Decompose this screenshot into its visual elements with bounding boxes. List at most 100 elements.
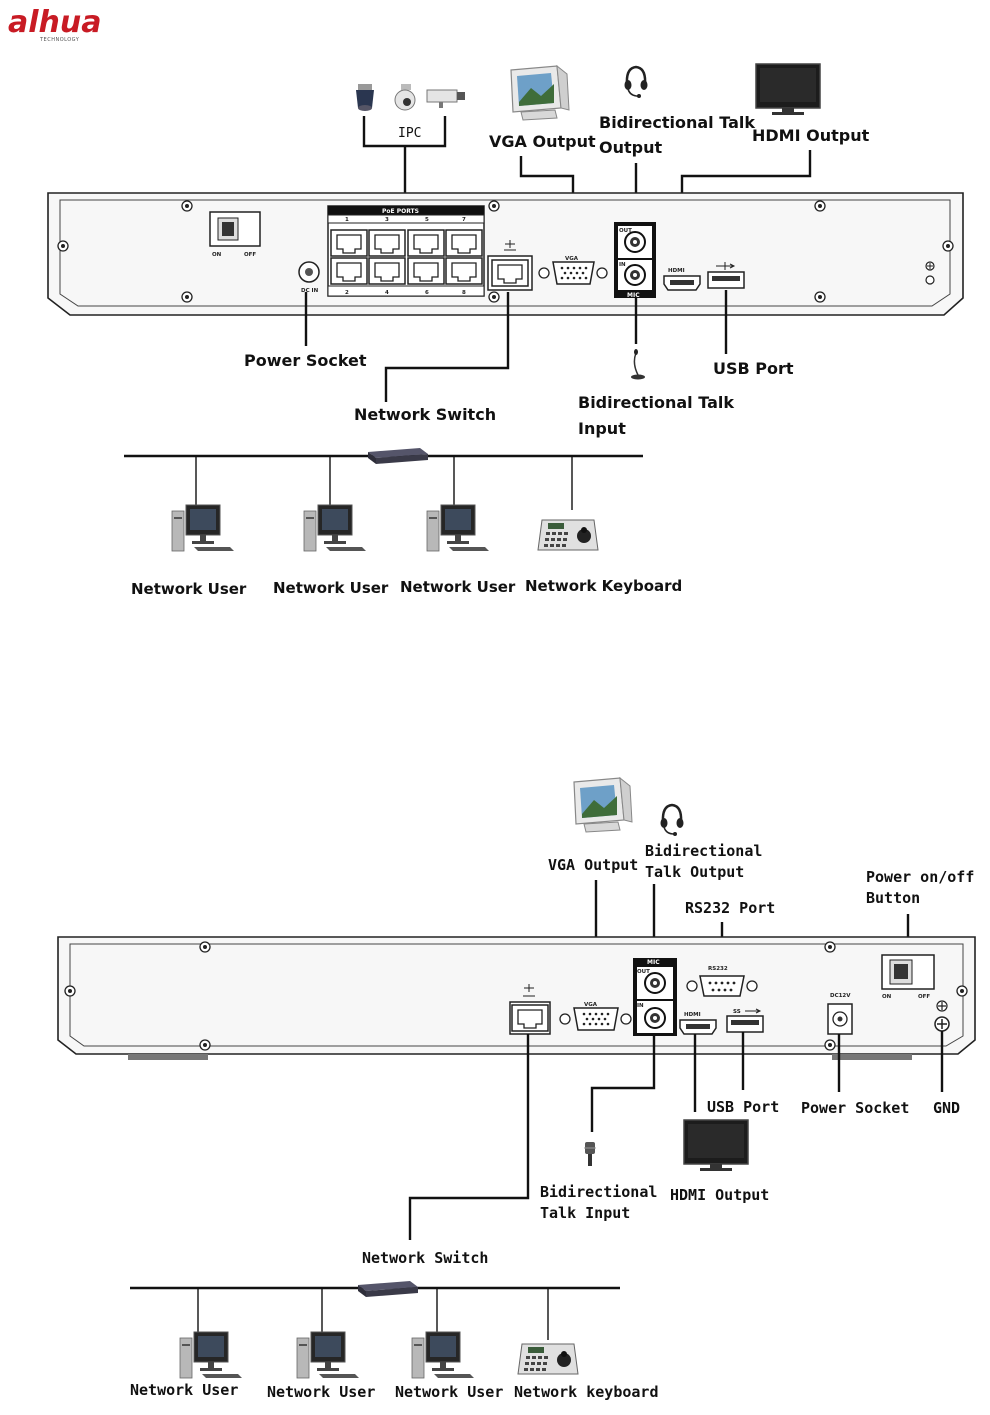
audio-out-jack-2 bbox=[644, 972, 666, 994]
hdmi-port: HDMI bbox=[663, 268, 701, 291]
port-1-label: 1 bbox=[345, 217, 349, 223]
talk-input-label-2-1: Bidirectional bbox=[540, 1183, 657, 1201]
headset-icon bbox=[659, 803, 685, 838]
vga-output-label: VGA Output bbox=[489, 132, 596, 151]
network-user-label-3: Network User bbox=[400, 578, 516, 596]
usb-port-2: SS bbox=[726, 1008, 764, 1033]
dahua-logo: alhua TECHNOLOGY bbox=[8, 5, 102, 43]
power-socket-label-2: Power Socket bbox=[801, 1099, 909, 1117]
hdmi-port-2: HDMI bbox=[679, 1012, 717, 1035]
talk-output-label-2-2: Talk Output bbox=[645, 863, 744, 881]
hdmi-port-label-2: HDMI bbox=[684, 1012, 701, 1018]
power-switch: ON OFF bbox=[209, 211, 261, 258]
out-label: OUT bbox=[619, 228, 632, 234]
gnd-label: GND bbox=[933, 1099, 960, 1117]
rs232-port-label-panel: RS232 bbox=[708, 966, 728, 972]
talk-input-label-2: Input bbox=[578, 419, 626, 438]
desktop-pc-icon bbox=[411, 1331, 475, 1379]
vga-port-label-2: VGA bbox=[584, 1002, 598, 1008]
poe-port-5 bbox=[407, 229, 445, 257]
port-4-label: 4 bbox=[385, 290, 389, 296]
vga-port-2: VGA bbox=[559, 1002, 632, 1031]
poe-port-4 bbox=[368, 257, 406, 285]
power-socket-label: Power Socket bbox=[244, 351, 367, 370]
headset-icon bbox=[623, 65, 649, 100]
flat-tv-icon bbox=[683, 1119, 749, 1172]
usb-port-label: USB Port bbox=[713, 359, 794, 378]
audio-block-2: MIC OUT IN bbox=[633, 958, 677, 1036]
power-switch-2: ON OFF bbox=[881, 954, 935, 1000]
network-switch-icon bbox=[358, 1281, 418, 1297]
network-port bbox=[487, 240, 533, 291]
poe-port-6 bbox=[407, 257, 445, 285]
desktop-pc-icon bbox=[296, 1331, 360, 1379]
nvr-rear-panel-2: VGA MIC OUT IN RS232 bbox=[57, 936, 976, 1060]
port-8-label: 8 bbox=[462, 290, 466, 296]
poe-port-7 bbox=[445, 229, 483, 257]
switch-on-label: ON bbox=[212, 252, 222, 258]
crt-monitor-icon bbox=[573, 777, 633, 833]
microphone-icon bbox=[583, 1141, 597, 1167]
network-user-label-2-3: Network User bbox=[395, 1383, 503, 1401]
poe-port-2 bbox=[330, 257, 368, 285]
crt-monitor-icon bbox=[510, 65, 570, 121]
talk-output-label-2: Output bbox=[599, 138, 662, 157]
poe-port-1 bbox=[330, 229, 368, 257]
talk-input-label-1: Bidirectional Talk bbox=[578, 393, 734, 412]
dc-in-label: DC IN bbox=[301, 288, 319, 294]
rs232-port-label: RS232 Port bbox=[685, 899, 775, 917]
dc-power-socket-2: DC12V bbox=[827, 993, 853, 1035]
ip-camera-icon bbox=[356, 84, 374, 111]
vga-port-label: VGA bbox=[565, 256, 579, 262]
usb-port bbox=[707, 262, 745, 289]
network-user-label-2: Network User bbox=[273, 579, 389, 597]
mic-label-2: MIC bbox=[647, 959, 660, 966]
hdmi-output-label: HDMI Output bbox=[752, 126, 870, 145]
ipc-label: IPC bbox=[398, 126, 421, 141]
usb-port-label-2: USB Port bbox=[707, 1098, 779, 1116]
network-port-2 bbox=[509, 984, 551, 1035]
flat-tv-icon bbox=[755, 63, 821, 116]
out-label-2: OUT bbox=[637, 969, 650, 975]
port-3-label: 3 bbox=[385, 217, 389, 223]
vga-port: VGA bbox=[538, 256, 608, 285]
in-label-2: IN bbox=[637, 1003, 644, 1009]
network-switch-label: Network Switch bbox=[354, 405, 496, 424]
network-user-label-2-2: Network User bbox=[267, 1383, 375, 1401]
usb-port-label-panel: SS bbox=[733, 1009, 741, 1015]
talk-output-label-1: Bidirectional Talk bbox=[599, 113, 755, 132]
audio-in-jack bbox=[624, 264, 646, 286]
desktop-pc-icon bbox=[171, 504, 235, 552]
switch-off-label: OFF bbox=[244, 252, 256, 258]
network-switch-label-2: Network Switch bbox=[362, 1249, 488, 1267]
logo-text: alhua bbox=[8, 5, 102, 40]
talk-output-label-2-1: Bidirectional bbox=[645, 842, 762, 860]
switch-off-label-2: OFF bbox=[918, 994, 930, 1000]
port-5-label: 5 bbox=[425, 217, 429, 223]
poe-ports-label: PoE PORTS bbox=[382, 208, 419, 215]
rs232-port: RS232 bbox=[686, 966, 758, 997]
vga-output-label-2: VGA Output bbox=[548, 856, 638, 874]
port-7-label: 7 bbox=[462, 217, 466, 223]
switch-on-label-2: ON bbox=[882, 994, 892, 1000]
gnd-terminal bbox=[925, 261, 935, 285]
network-user-label-2-1: Network User bbox=[130, 1381, 238, 1399]
hdmi-port-label: HDMI bbox=[668, 268, 685, 274]
network-keyboard-label-2: Network keyboard bbox=[514, 1383, 659, 1401]
poe-ports-block: PoE PORTS 1 3 5 7 2 4 6 8 bbox=[327, 205, 485, 297]
mic-label: MIC bbox=[627, 292, 640, 299]
port-2-label: 2 bbox=[345, 290, 349, 296]
logo-tagline: TECHNOLOGY bbox=[39, 37, 80, 43]
poe-port-8 bbox=[445, 257, 483, 285]
in-label: IN bbox=[619, 262, 626, 268]
control-keyboard-icon bbox=[537, 519, 599, 551]
power-button-label-1: Power on/off bbox=[866, 868, 974, 886]
talk-input-label-2-2: Talk Input bbox=[540, 1204, 630, 1222]
audio-in-jack-2 bbox=[644, 1007, 666, 1029]
nvr-rear-panel-1: ON OFF DC IN PoE PORTS 1 3 5 7 2 bbox=[47, 192, 964, 316]
network-user-label-1: Network User bbox=[131, 580, 247, 598]
diagram-1: IPC VGA Output Bidirectional Talk Output… bbox=[47, 63, 964, 598]
desktop-pc-icon bbox=[179, 1331, 243, 1379]
microphone-icon bbox=[630, 348, 646, 381]
